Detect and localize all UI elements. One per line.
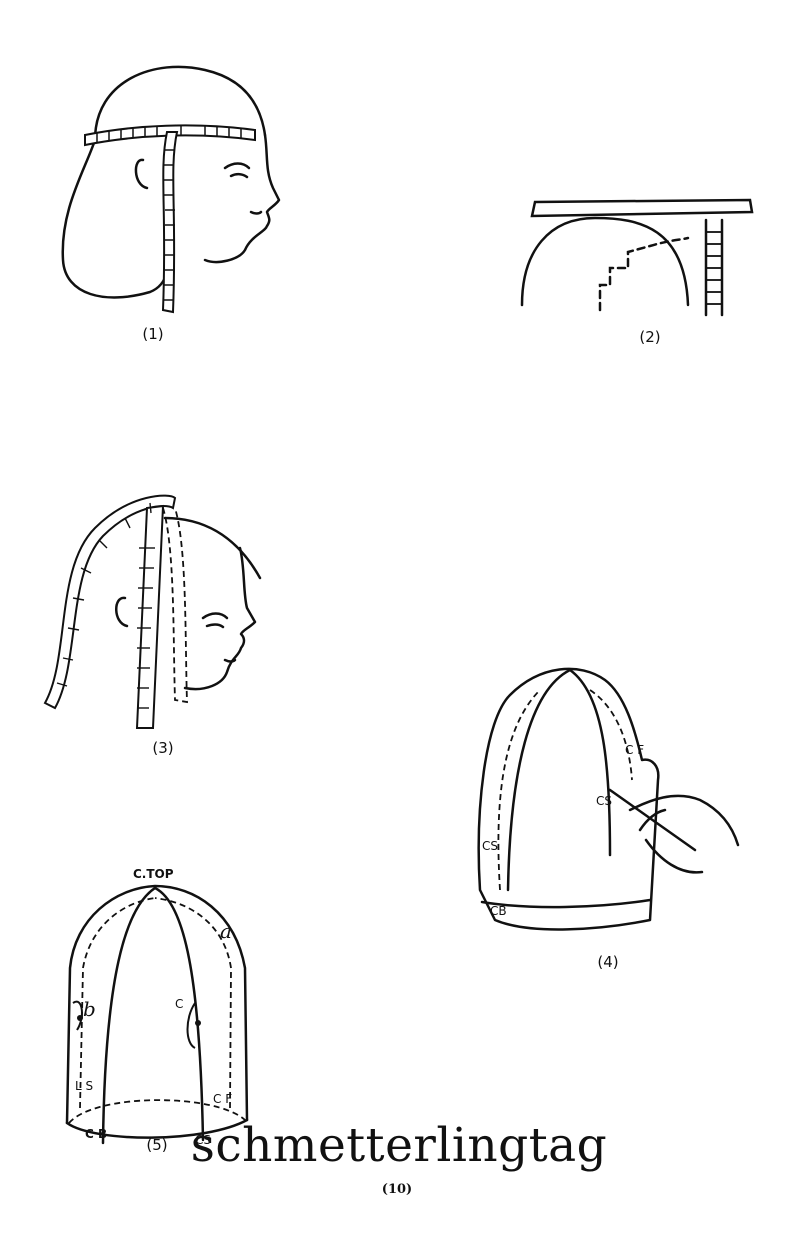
figure-5-label-b: b bbox=[83, 997, 96, 1021]
figure-5-caption: (5) bbox=[146, 1136, 168, 1154]
figure-1-caption: (1) bbox=[142, 325, 164, 343]
figure-2-caption: (2) bbox=[639, 328, 661, 346]
figure-4-label-cs-right: CS bbox=[596, 794, 612, 808]
figure-4-caption: (4) bbox=[597, 953, 619, 971]
figure-5-label-cs: CS bbox=[195, 1133, 211, 1147]
figure-1-head-circumference: (1) bbox=[55, 60, 295, 343]
figure-2-drawing bbox=[520, 198, 754, 317]
figure-2-height-measure: (2) bbox=[510, 190, 760, 346]
figure-5-label-ctop: C.TOP bbox=[133, 867, 174, 881]
figure-1-drawing bbox=[61, 65, 281, 314]
figure-5-marker-b bbox=[77, 1015, 83, 1021]
figure-3-head-over-measure: (3) bbox=[35, 488, 285, 757]
figure-4-label-cs-left: CS bbox=[482, 839, 498, 853]
figure-5-label-c: C bbox=[175, 997, 183, 1011]
figure-3-caption: (3) bbox=[152, 739, 174, 757]
figure-5-label-cb: C B bbox=[85, 1127, 107, 1141]
figure-5-label-ls: L S bbox=[75, 1079, 93, 1093]
figure-4-label-cb: CB bbox=[490, 904, 507, 918]
figure-5-pattern-dome: C.TOP a b C C F L S C B CS (5) bbox=[55, 858, 265, 1158]
figure-4-drawing: C F CS CS CB bbox=[477, 667, 740, 931]
page-number: (10) bbox=[381, 1182, 413, 1197]
figure-5-drawing: C.TOP a b C C F L S C B CS bbox=[65, 867, 249, 1147]
figure-5-label-a: a bbox=[220, 919, 232, 943]
watermark-text: schmetterlingtag bbox=[190, 1118, 608, 1173]
figure-5-marker-c bbox=[195, 1020, 201, 1026]
figure-3-drawing bbox=[43, 494, 262, 729]
figure-4-head-form-marking: C F CS CS CB (4) bbox=[470, 640, 750, 971]
figure-5-label-cf: C F bbox=[213, 1092, 232, 1106]
figure-4-label-cf: C F bbox=[625, 743, 644, 757]
